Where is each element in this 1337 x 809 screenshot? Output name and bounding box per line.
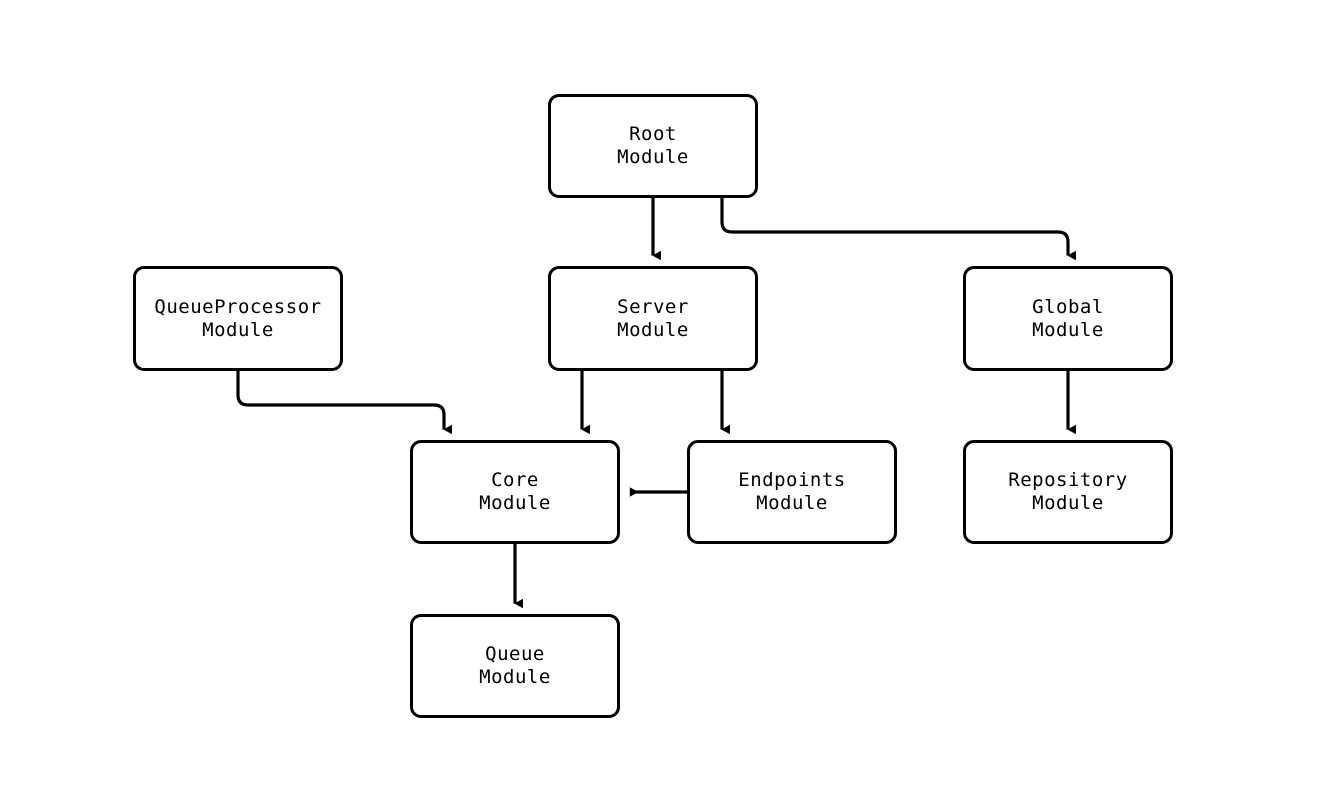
node-endpoints-module-line1: Endpoints <box>738 469 846 491</box>
node-server-module-line1: Server <box>617 295 689 318</box>
node-queueprocessor-module-line1: QueueProcessor <box>154 295 322 318</box>
node-queueprocessor-module[interactable]: QueueProcessor Module <box>133 266 343 371</box>
node-queueprocessor-module-line2: Module <box>202 318 274 341</box>
edge-root-to-global <box>720 198 1076 261</box>
node-repository-module-line1: Repository <box>1008 469 1128 491</box>
node-queue-module-line2: Module <box>479 666 551 688</box>
node-core-module-line2: Module <box>479 492 551 514</box>
node-server-module[interactable]: Server Module <box>548 266 758 371</box>
node-queue-module-line1: Queue <box>485 643 545 665</box>
node-repository-module[interactable]: Repository Module <box>963 440 1173 544</box>
node-root-module-line2: Module <box>617 146 689 168</box>
node-queue-module[interactable]: Queue Module <box>410 614 620 718</box>
node-root-module[interactable]: Root Module <box>548 94 758 198</box>
node-root-module-line1: Root <box>629 123 677 145</box>
node-endpoints-module[interactable]: Endpoints Module <box>687 440 897 544</box>
node-global-module-line1: Global <box>1032 295 1104 318</box>
edge-queueprocessor-to-core <box>236 371 452 435</box>
node-global-module[interactable]: Global Module <box>963 266 1173 371</box>
node-endpoints-module-line2: Module <box>756 492 828 514</box>
node-server-module-line2: Module <box>617 318 689 341</box>
node-core-module-line1: Core <box>491 469 539 491</box>
node-global-module-line2: Module <box>1032 318 1104 341</box>
node-repository-module-line2: Module <box>1032 492 1104 514</box>
node-core-module[interactable]: Core Module <box>410 440 620 544</box>
